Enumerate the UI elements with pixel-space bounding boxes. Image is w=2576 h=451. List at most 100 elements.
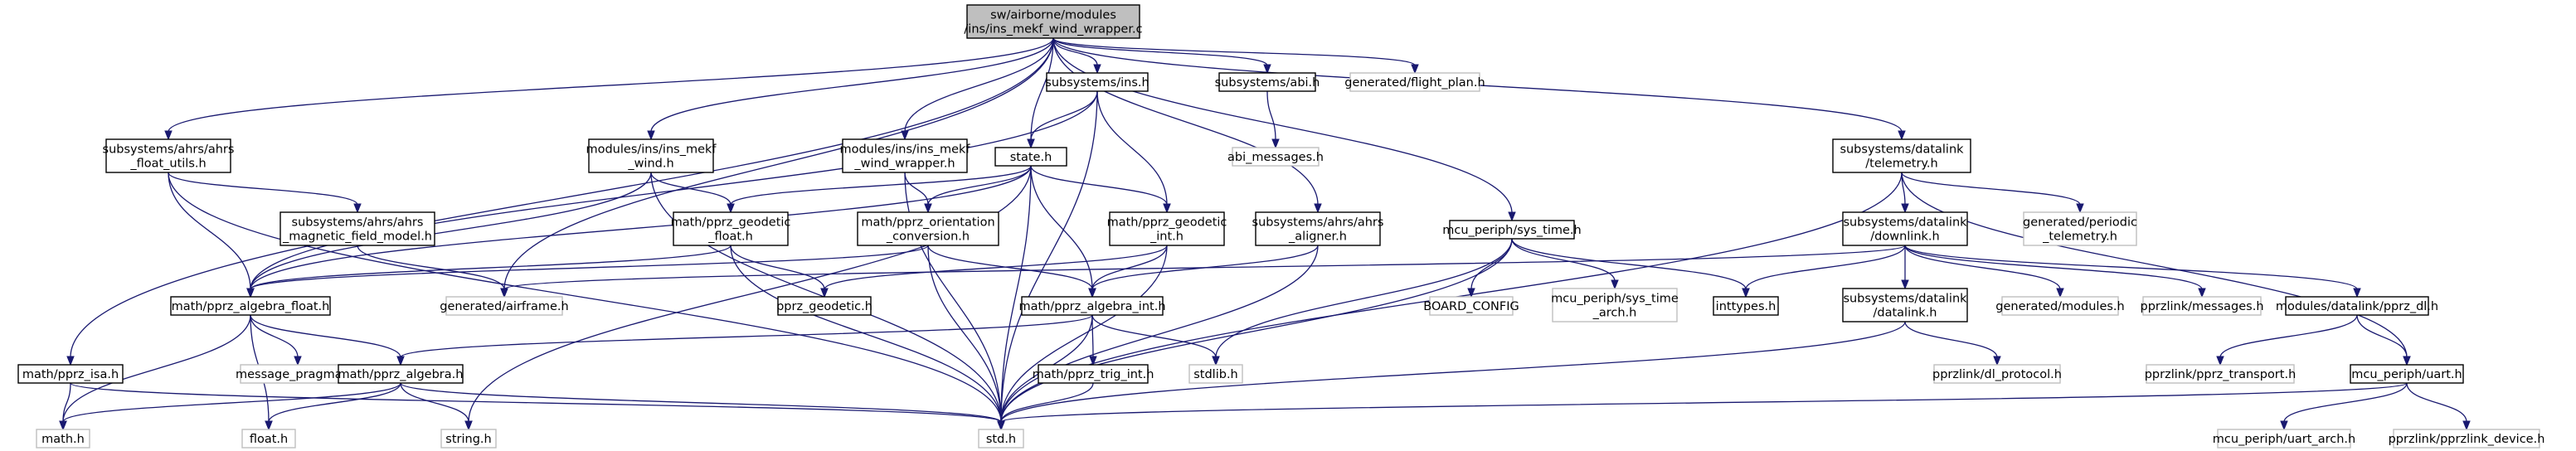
edge-geoint-to-geodetic — [820, 245, 1168, 298]
edge-ins-to-geoint — [1096, 90, 1171, 214]
node-downlink[interactable]: subsystems/datalink/downlink.h — [1842, 211, 1968, 246]
node-label: _wind_wrapper.h — [853, 158, 955, 171]
node-geofloat[interactable]: math/pprz_geodetic_float.h — [671, 211, 791, 246]
node-dlproto[interactable]: pprzlink/dl_protocol.h — [1932, 364, 2062, 384]
node-alg[interactable]: math/pprz_algebra.h — [338, 364, 464, 384]
node-box — [440, 429, 497, 449]
edge-algint-to-alg — [396, 314, 1093, 366]
edge-downlink-to-inttypes — [1742, 245, 1906, 298]
node-algfloat[interactable]: math/pprz_algebra_float.h — [170, 296, 331, 316]
node-algint[interactable]: math/pprz_algebra_int.h — [1018, 296, 1166, 316]
node-orient[interactable]: math/pprz_orientation_conversion.h — [857, 211, 999, 246]
edge-algfloat-to-msgpragmas — [250, 314, 302, 366]
edge-root-to-mekfwind — [647, 37, 1054, 141]
edge-uart-to-uartarch — [2280, 382, 2408, 431]
node-label: pprzlink/pprzlink_device.h — [2389, 433, 2545, 446]
node-label: message_pragmas.h — [236, 368, 360, 381]
node-pprztransport[interactable]: pprzlink/pprz_transport.h — [2145, 364, 2297, 384]
node-label: _arch.h — [1592, 307, 1637, 320]
node-label: modules/datalink/pprz_dl.h — [2276, 300, 2438, 313]
node-telemetry[interactable]: subsystems/datalink/telemetry.h — [1832, 138, 1971, 173]
node-label: math/pprz_geodetic — [1107, 216, 1227, 230]
node-mekfwrapper[interactable]: modules/ins/ins_mekf_wind_wrapper.h — [839, 138, 970, 173]
edge-root-to-mekfwrapper — [901, 37, 1054, 141]
node-box — [2285, 296, 2429, 316]
node-genmodules[interactable]: generated/modules.h — [1995, 296, 2125, 316]
node-geoint[interactable]: math/pprz_geodetic_int.h — [1107, 211, 1227, 246]
node-airframe[interactable]: generated/airframe.h — [440, 296, 569, 316]
node-label: mcu_periph/uart_arch.h — [2213, 433, 2355, 446]
node-boardconf[interactable]: BOARD_CONFIG — [1423, 296, 1519, 316]
node-label: state.h — [1010, 151, 1052, 164]
node-label: float.h — [250, 433, 288, 446]
node-box — [17, 364, 124, 384]
node-box — [2350, 364, 2464, 384]
node-isa[interactable]: math/pprz_isa.h — [17, 364, 124, 384]
node-label: /telemetry.h — [1865, 158, 1937, 171]
node-label: abi_messages.h — [1227, 151, 1324, 164]
edge-root-to-abi — [1052, 37, 1271, 75]
edge-alg-to-floath — [265, 382, 401, 431]
node-pprzlinkdev[interactable]: pprzlink/pprzlink_device.h — [2389, 429, 2545, 449]
node-magfield[interactable]: subsystems/ahrs/ahrs_magnetic_field_mode… — [279, 211, 435, 246]
node-state[interactable]: state.h — [994, 147, 1067, 167]
node-stdlib[interactable]: stdlib.h — [1188, 364, 1243, 384]
edge-pprzdl-to-uart — [2356, 314, 2411, 366]
node-label: BOARD_CONFIG — [1423, 300, 1519, 313]
node-label: /downlink.h — [1870, 230, 1939, 244]
node-label: subsystems/datalink — [1843, 216, 1967, 230]
edge-uart-to-pprzlinkdev — [2406, 382, 2471, 431]
node-stdh[interactable]: std.h — [978, 429, 1024, 449]
node-label: math/pprz_isa.h — [22, 368, 119, 381]
node-mathh[interactable]: math.h — [36, 429, 90, 449]
node-box — [1038, 364, 1149, 384]
node-aligner[interactable]: subsystems/ahrs/ahrs_aligner.h — [1252, 211, 1384, 246]
node-floatutils[interactable]: subsystems/ahrs/ahrs_float_utils.h — [103, 138, 235, 173]
edge-alg-to-stringh — [400, 382, 473, 431]
edge-aligner-to-algint — [1088, 245, 1319, 298]
node-label: stdlib.h — [1193, 368, 1238, 381]
edge-downlink-to-airframe — [500, 245, 1906, 298]
node-floath[interactable]: float.h — [241, 429, 296, 449]
node-systimearch[interactable]: mcu_periph/sys_time_arch.h — [1551, 288, 1679, 322]
node-label: mcu_periph/sys_time — [1551, 293, 1679, 306]
node-abi[interactable]: subsystems/abi.h — [1215, 72, 1320, 92]
node-dldatalink[interactable]: subsystems/datalink/datalink.h — [1842, 288, 1968, 322]
node-pprzmsg[interactable]: pprzlink/messages.h — [2140, 296, 2264, 316]
node-pprzdl[interactable]: modules/datalink/pprz_dl.h — [2276, 296, 2438, 316]
node-flightplan[interactable]: generated/flight_plan.h — [1344, 72, 1485, 92]
node-stringh[interactable]: string.h — [440, 429, 497, 449]
edge-geoint-to-algint — [1088, 245, 1168, 298]
edge-geoint-to-stdh — [997, 245, 1168, 431]
edge-orient-to-algfloat — [246, 245, 929, 298]
node-label: std.h — [986, 433, 1016, 446]
node-systime[interactable]: mcu_periph/sys_time.h — [1442, 220, 1582, 240]
node-abimsg[interactable]: abi_messages.h — [1227, 147, 1324, 167]
node-label: _aligner.h — [1288, 230, 1347, 244]
node-label: modules/ins/ins_mekf — [586, 143, 717, 157]
node-mekfwind[interactable]: modules/ins/ins_mekf_wind.h — [586, 138, 717, 173]
edge-downlink-to-dldatalink — [1901, 245, 1909, 290]
node-uartarch[interactable]: mcu_periph/uart_arch.h — [2213, 429, 2355, 449]
node-label: math/pprz_trig_int.h — [1033, 368, 1154, 381]
node-box — [2142, 296, 2262, 316]
edge-state-to-geofloat — [727, 165, 1032, 214]
node-label: subsystems/datalink — [1843, 293, 1967, 306]
edge-trigint-to-stdh — [997, 382, 1094, 431]
node-label: modules/ins/ins_mekf — [839, 143, 970, 157]
node-box — [842, 138, 968, 173]
node-box — [338, 364, 464, 384]
node-msgpragmas[interactable]: message_pragmas.h — [236, 364, 360, 384]
node-periodic[interactable]: generated/periodic_telemetry.h — [2023, 211, 2137, 246]
node-box — [966, 4, 1140, 39]
edge-uart-to-stdh — [997, 382, 2408, 431]
node-inttypes[interactable]: inttypes.h — [1713, 296, 1779, 316]
edge-floatutils-to-algfloat — [168, 172, 255, 298]
node-ins[interactable]: subsystems/ins.h — [1045, 72, 1149, 92]
node-box — [1429, 296, 1514, 316]
edge-algint-to-stdlib — [1091, 314, 1220, 366]
node-uart[interactable]: mcu_periph/uart.h — [2350, 364, 2464, 384]
node-trigint[interactable]: math/pprz_trig_int.h — [1033, 364, 1154, 384]
node-root[interactable]: sw/airborne/modules/ins/ins_mekf_wind_wr… — [964, 4, 1143, 39]
node-geodetic[interactable]: pprz_geodetic.h — [776, 296, 872, 316]
